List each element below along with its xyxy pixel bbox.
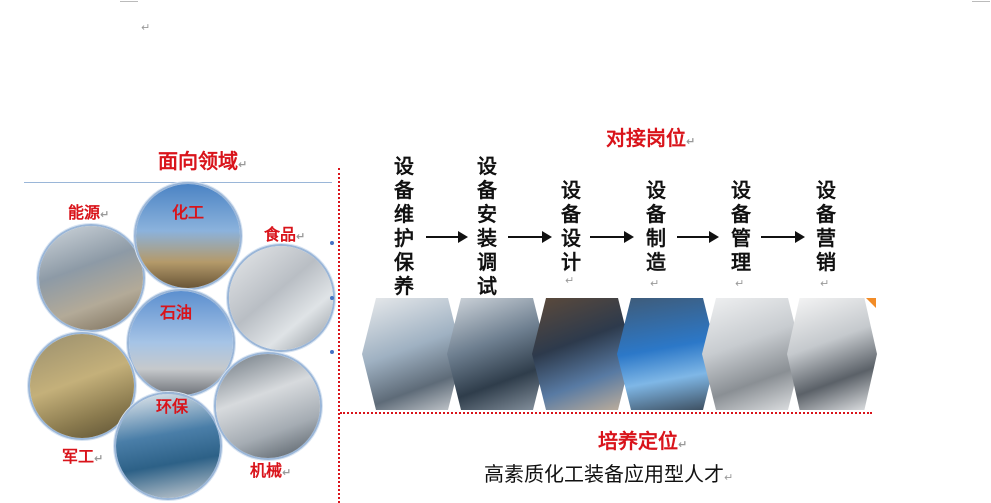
position-image-maintenance [362,298,462,410]
position-image-manufacturing [617,298,717,410]
page-corner-top-left [120,0,138,2]
domain-image-petroleum [127,289,235,397]
domain-image-environment [114,392,222,500]
paragraph-mark: ↵ [820,277,830,290]
orange-corner-mark [866,298,876,308]
vertical-divider [338,168,340,503]
flow-arrow-2 [508,231,552,243]
domain-label-chemical: 化工 [172,203,205,222]
domain-image-chemical [134,182,242,290]
paragraph-mark: ↵ [141,21,151,34]
page-corner-top-right [972,0,990,2]
position-image-management [702,298,802,410]
bottom-section-title: 培养定位↵ [598,429,688,453]
paragraph-mark: ↵ [565,274,575,287]
bottom-subtitle: 高素质化工装备应用型人才↵ [484,462,734,486]
domain-label-machinery: 机械↵ [250,461,292,480]
domain-label-food: 食品↵ [264,225,306,244]
position-sales: 设备营销 [816,178,836,274]
selection-handle [330,296,334,300]
horizontal-divider [340,412,872,414]
paragraph-mark: ↵ [735,277,745,290]
flow-arrow-3 [590,231,634,243]
flow-arrow-1 [426,231,468,243]
paragraph-mark: ↵ [650,277,660,290]
domain-label-military: 军工↵ [62,447,104,466]
selection-handle [330,241,334,245]
domain-image-food [227,244,335,352]
flow-arrow-4 [677,231,719,243]
position-management: 设备管理 [731,178,751,274]
domain-image-machinery [214,352,322,460]
domain-image-energy [37,224,145,332]
left-section-title: 面向领域↵ [158,149,248,173]
position-image-sales [787,298,877,410]
position-maintenance: 设备维护保养 [394,154,414,298]
domain-label-energy: 能源↵ [68,203,110,222]
selection-handle [330,350,334,354]
position-image-installation [447,298,547,410]
position-installation: 设备安装调试 [477,154,497,298]
domain-label-environment: 环保 [156,397,189,416]
right-section-title: 对接岗位↵ [606,126,696,150]
position-design: 设备设计 [561,178,581,274]
flow-arrow-5 [761,231,805,243]
domain-label-petroleum: 石油 [160,303,193,322]
domain-circle-cluster [22,182,337,502]
position-manufacturing: 设备制造 [646,178,666,274]
position-image-design [532,298,632,410]
